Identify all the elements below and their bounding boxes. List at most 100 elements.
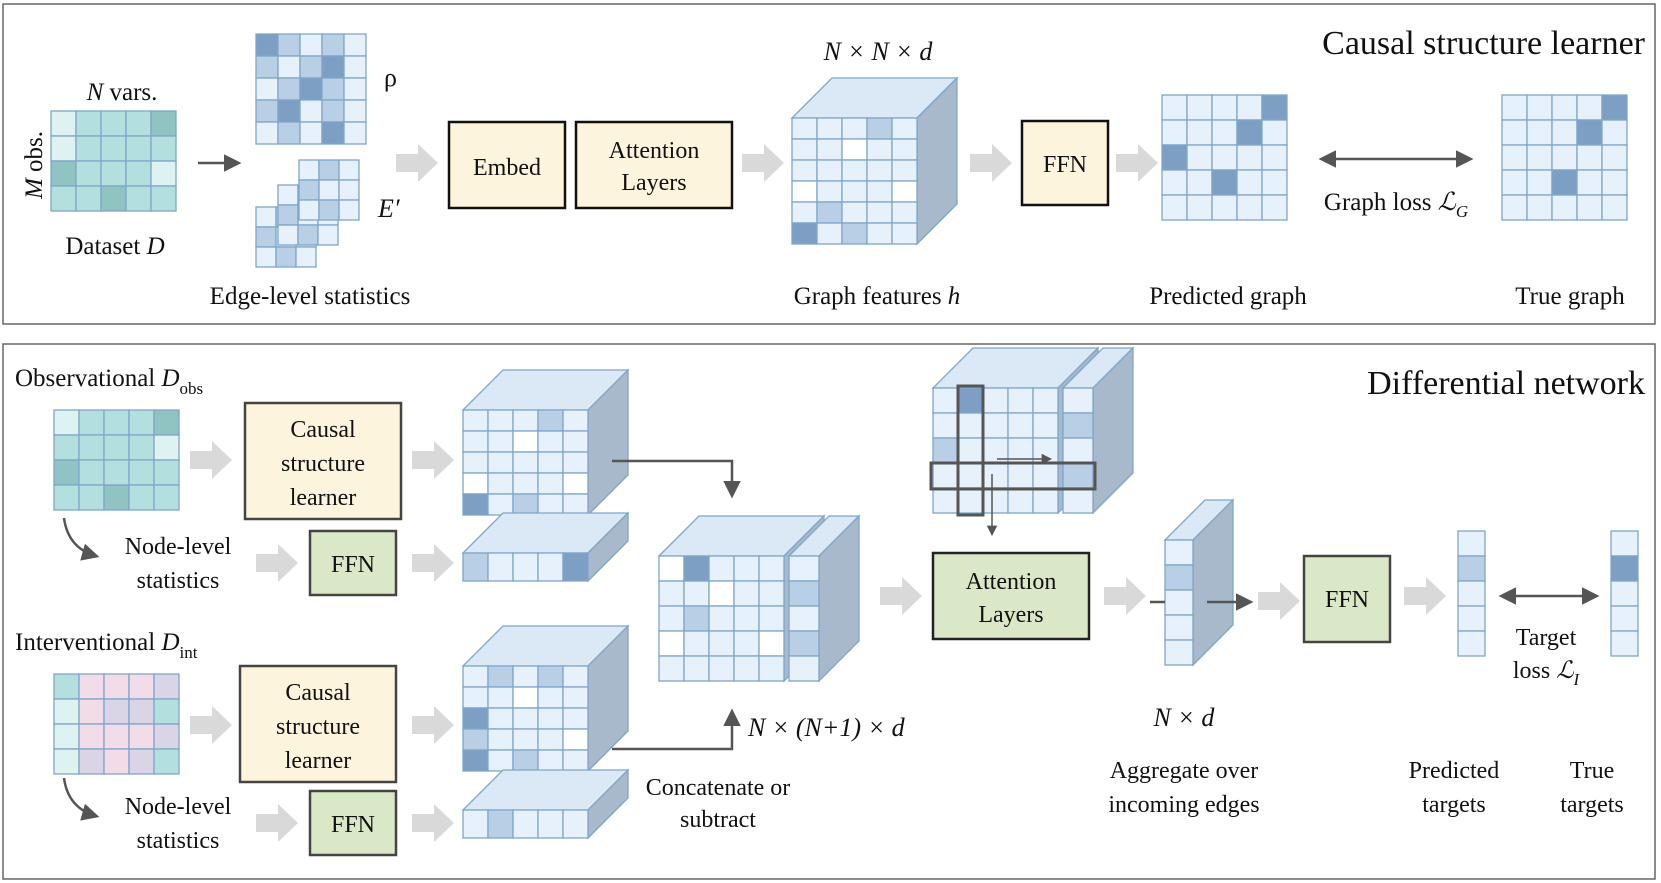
graph-feature-dims: N × N × d	[823, 37, 934, 66]
predicted-graph-grid-cell	[1236, 119, 1263, 146]
rho-matrix-cell	[321, 33, 345, 57]
rho-matrix-cell	[321, 99, 345, 123]
true-graph-grid-cell	[1501, 94, 1528, 121]
ffn-label-int: FFN	[331, 812, 375, 838]
int-dataset-grid-cell	[153, 673, 180, 700]
predicted-graph-grid-cell	[1186, 94, 1213, 121]
predicted-graph-grid-cell	[1236, 144, 1263, 171]
attention-cube-cell	[1007, 487, 1034, 514]
attention-box-bottom	[931, 551, 1091, 641]
obs-node-row-cell	[462, 552, 489, 582]
graph-feature-cube-cell	[866, 117, 893, 140]
true-graph-grid-cell	[1526, 94, 1553, 121]
flow-arrow-aggregate-ffn	[1258, 582, 1300, 620]
obs-dataset-grid-cell	[103, 459, 130, 486]
predicted-targets-column-cell	[1457, 555, 1486, 582]
attention-cube-cell	[932, 437, 959, 464]
dataset-grid-cell	[100, 185, 127, 212]
flow-arrow-cube-ffn	[970, 144, 1012, 182]
graph-feature-cube-cell	[891, 138, 918, 161]
attention-cube-cell	[982, 487, 1009, 514]
dataset-grid-cell	[125, 110, 152, 137]
true-targets-label-2: targets	[1560, 792, 1624, 818]
concat-cube-cell	[683, 655, 710, 682]
dataset-grid-cell	[75, 160, 102, 187]
graph-feature-cube-cell	[841, 117, 868, 140]
obs-node-row	[462, 552, 589, 582]
true-targets-column	[1610, 530, 1639, 657]
graph-feature-cube-cell	[891, 159, 918, 182]
obs-graph-cube-cell	[562, 472, 589, 495]
int-node-row-cell	[462, 809, 489, 839]
rho-matrix-cell	[321, 77, 345, 101]
dataset-grid-cell	[125, 135, 152, 162]
predicted-targets-column	[1457, 530, 1486, 657]
rho-matrix-cell	[343, 33, 367, 57]
int-dataset-grid-cell	[78, 748, 105, 775]
attention-cube-cell	[982, 387, 1009, 414]
int-dataset-grid-cell	[53, 748, 80, 775]
aggregate-label-1: Aggregate over	[1110, 758, 1259, 784]
int-graph-cube-cell	[537, 749, 564, 772]
true-targets-column-cell	[1610, 580, 1639, 607]
obs-graph-cube	[461, 368, 630, 517]
int-graph-cube-cell	[562, 686, 589, 709]
flow-arrow-csl-obs-cube	[412, 441, 454, 479]
graph-feature-cube-cell	[891, 180, 918, 203]
obs-graph-cube-cell	[487, 430, 514, 453]
true-graph-grid-cell	[1601, 169, 1628, 196]
attention-label-bottom-1: Attention	[966, 569, 1057, 595]
attention-cube-cell	[957, 462, 984, 489]
flow-arrow-concat-attn	[880, 577, 922, 615]
attention-cube-cell	[932, 462, 959, 489]
obs-graph-cube-cell	[462, 472, 489, 495]
eprime-matrix-front-cell	[318, 199, 340, 221]
obs-to-concat-arrow	[612, 459, 741, 499]
obs-graph-cube-cell	[562, 409, 589, 432]
eprime-matrix-front-cell	[298, 159, 320, 181]
concat-cube-cell	[683, 605, 710, 632]
attention-cube-cell	[932, 487, 959, 514]
csl-obs-line-3: learner	[290, 485, 357, 511]
obs-graph-cube-cell	[537, 472, 564, 495]
obs-node-row-cell	[537, 552, 564, 582]
predicted-graph-grid-cell	[1261, 169, 1288, 196]
obs-dataset-grid-cell	[153, 434, 180, 461]
obs-node-curve-arrow	[62, 517, 100, 561]
eprime-matrix-mid-cell	[277, 184, 299, 206]
graph-feature-cube-cell	[891, 117, 918, 140]
true-graph-grid-cell	[1576, 169, 1603, 196]
dataset-grid-cell	[50, 185, 77, 212]
csl-int-line-1: Causal	[285, 680, 351, 706]
obs-graph-cube-cell	[462, 451, 489, 474]
top-panel-frame	[2, 3, 1656, 325]
true-graph-grid-cell	[1526, 119, 1553, 146]
predicted-graph-grid-cell	[1236, 169, 1263, 196]
true-graph-grid-cell	[1576, 144, 1603, 171]
concat-extra-column-cell	[788, 580, 820, 607]
attention-cube-cell	[932, 412, 959, 439]
true-graph-grid-cell	[1526, 169, 1553, 196]
attention-cube-cell	[957, 437, 984, 464]
csl-box-int	[238, 664, 398, 784]
bottom-panel-frame	[2, 343, 1656, 880]
concat-cube-cell	[758, 605, 785, 632]
rho-matrix-cell	[255, 55, 279, 79]
attention-cube-cell	[982, 412, 1009, 439]
predicted-graph-grid-cell	[1161, 94, 1188, 121]
eprime-matrix-mid-cell	[277, 224, 299, 246]
concat-dims: N × (N+1) × d	[747, 713, 906, 742]
graph-feature-cube-cell	[816, 201, 843, 224]
eprime-matrix-mid-cell	[317, 224, 339, 246]
true-graph-grid-cell	[1576, 94, 1603, 121]
aggregate-column-cell	[1164, 614, 1194, 641]
rho-matrix-cell	[343, 99, 367, 123]
dataset-grid	[50, 110, 177, 212]
concat-extra-column-cell	[788, 555, 820, 582]
flow-arrow-csl-int-cube	[412, 706, 454, 744]
attention-cube-cell	[1007, 462, 1034, 489]
int-dataset-grid-cell	[103, 748, 130, 775]
attention-label-bottom-2: Layers	[978, 602, 1043, 628]
int-dataset-grid	[53, 673, 180, 775]
predicted-graph-grid-cell	[1186, 194, 1213, 221]
